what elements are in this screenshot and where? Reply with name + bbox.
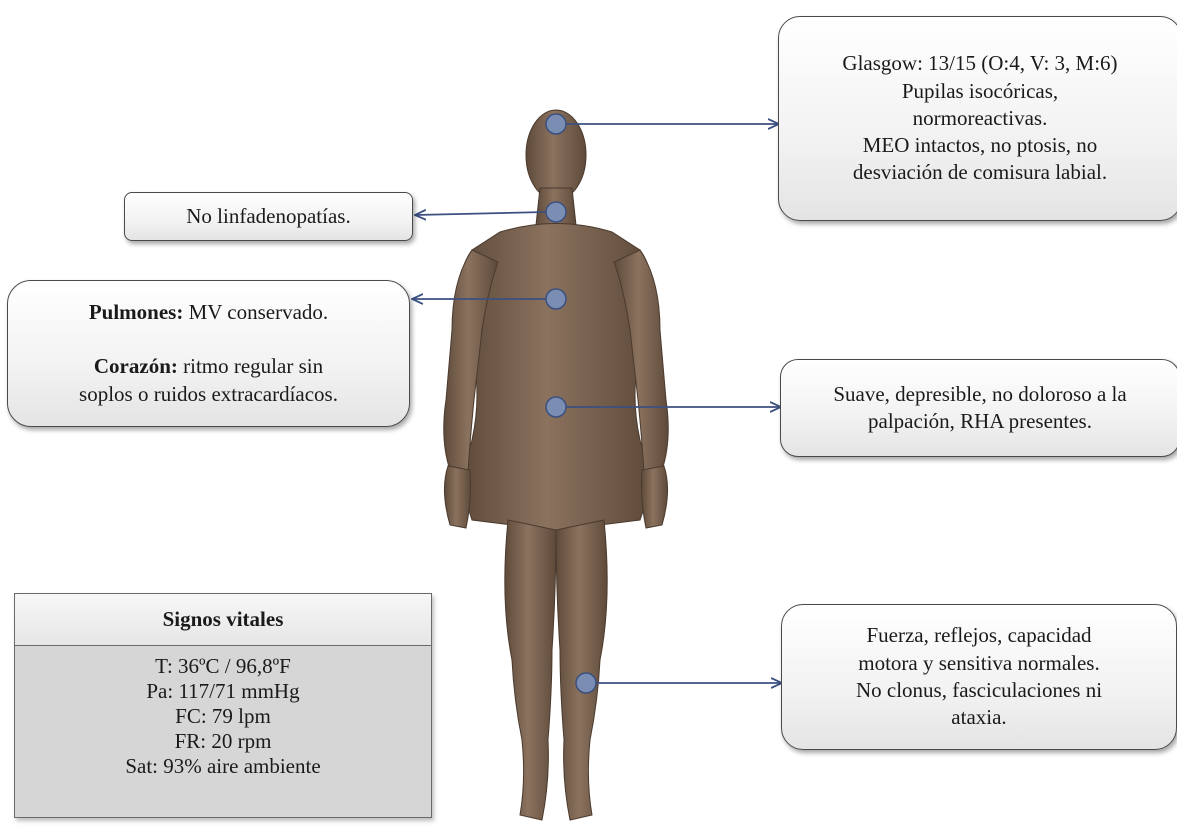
marker-head (546, 114, 566, 134)
marker-neck (546, 202, 566, 222)
legs-line-4: ataxia. (951, 704, 1006, 731)
vital-heart-rate: FC: 79 lpm (15, 704, 431, 729)
head-line-4: MEO intactos, no ptosis, no (863, 132, 1098, 159)
legs-line-2: motora y sensitiva normales. (858, 650, 1099, 677)
vital-respiratory-rate: FR: 20 rpm (15, 729, 431, 754)
vital-signs-list: T: 36ºC / 96,8ºF Pa: 117/71 mmHg FC: 79 … (15, 646, 431, 779)
legs-line-1: Fuerza, reflejos, capacidad (866, 622, 1091, 649)
neck-text: No linfadenopatías. (186, 203, 350, 230)
vital-temperature: T: 36ºC / 96,8ºF (15, 654, 431, 679)
heart-line: Corazón: ritmo regular sin (94, 353, 323, 380)
legs-line-3: No clonus, fasciculaciones ni (856, 677, 1102, 704)
marker-abdomen (546, 397, 566, 417)
callout-chest: Pulmones: MV conservado. Corazón: ritmo … (7, 280, 410, 427)
abdomen-line-1: Suave, depresible, no doloroso a la (833, 381, 1126, 408)
callout-head-neuro: Glasgow: 13/15 (O:4, V: 3, M:6) Pupilas … (778, 16, 1177, 221)
vital-signs-table: Signos vitales T: 36ºC / 96,8ºF Pa: 117/… (14, 593, 432, 818)
abdomen-line-2: palpación, RHA presentes. (868, 408, 1092, 435)
marker-legs (576, 673, 596, 693)
callout-legs-neuro: Fuerza, reflejos, capacidad motora y sen… (781, 604, 1177, 750)
heart-text-2: soplos o ruidos extracardíacos. (79, 381, 338, 408)
head-line-3: normoreactivas. (913, 105, 1048, 132)
vital-signs-title: Signos vitales (15, 594, 431, 646)
lungs-text: MV conservado. (183, 300, 328, 324)
marker-chest (546, 289, 566, 309)
heart-text-1: ritmo regular sin (178, 354, 323, 378)
head-line-5: desviación de comisura labial. (853, 159, 1107, 186)
head-line-1: Glasgow: 13/15 (O:4, V: 3, M:6) (842, 50, 1117, 77)
callout-neck: No linfadenopatías. (124, 192, 413, 241)
head-line-2: Pupilas isocóricas, (902, 78, 1058, 105)
vital-blood-pressure: Pa: 117/71 mmHg (15, 679, 431, 704)
lungs-line: Pulmones: MV conservado. (89, 299, 328, 326)
callout-abdomen: Suave, depresible, no doloroso a la palp… (780, 359, 1177, 457)
vital-saturation: Sat: 93% aire ambiente (15, 754, 431, 779)
connector-neck (416, 212, 546, 215)
heart-label: Corazón: (94, 354, 178, 378)
lungs-label: Pulmones: (89, 300, 184, 324)
